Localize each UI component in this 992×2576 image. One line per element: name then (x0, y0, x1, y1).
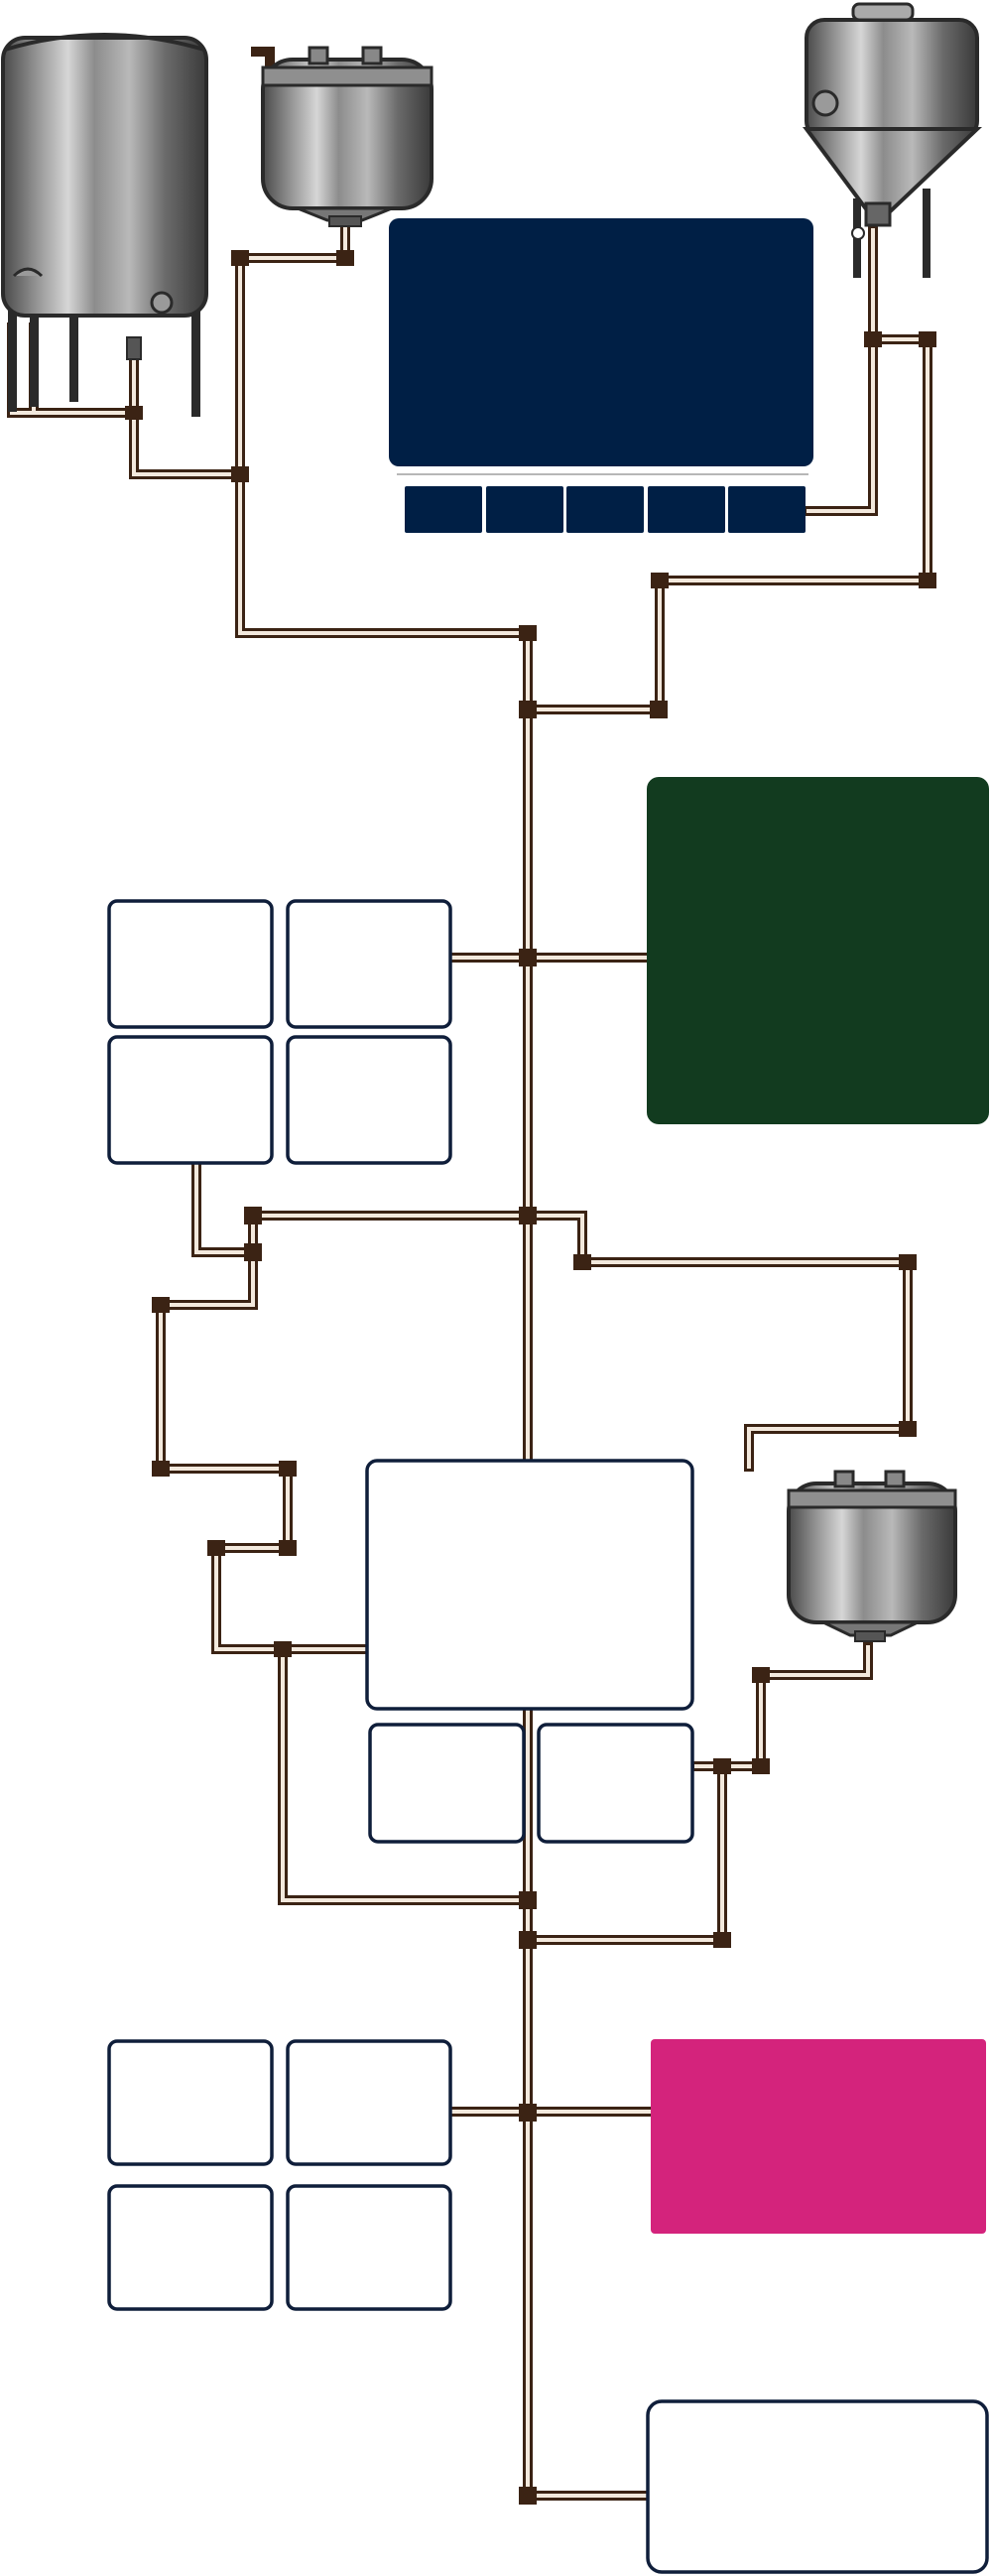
node-boxes (107, 218, 989, 2574)
outline-box (286, 2184, 452, 2311)
outline-box (107, 1035, 274, 1165)
outline-box (537, 1723, 694, 1844)
outline-box (107, 2039, 274, 2166)
brew-kettle-icon (261, 46, 434, 227)
outline-box (286, 1035, 452, 1165)
navy-tile (566, 486, 644, 533)
outline-box (286, 2039, 452, 2166)
navy-tile (405, 486, 482, 533)
green-panel (647, 777, 989, 1124)
outline-box-large (365, 1459, 694, 1711)
small-kettle-icon (787, 1470, 957, 1642)
storage-tank-icon (1, 33, 208, 417)
navy-tile (648, 486, 725, 533)
conical-fermenter-icon (803, 2, 983, 278)
navy-tile (728, 486, 806, 533)
magenta-panel (651, 2039, 986, 2234)
outline-box (286, 899, 452, 1029)
outline-box-bottom (646, 2399, 989, 2574)
outline-box (368, 1723, 526, 1844)
outline-box (107, 2184, 274, 2311)
outline-box (107, 899, 274, 1029)
navy-panel (389, 218, 813, 466)
navy-tile (486, 486, 563, 533)
